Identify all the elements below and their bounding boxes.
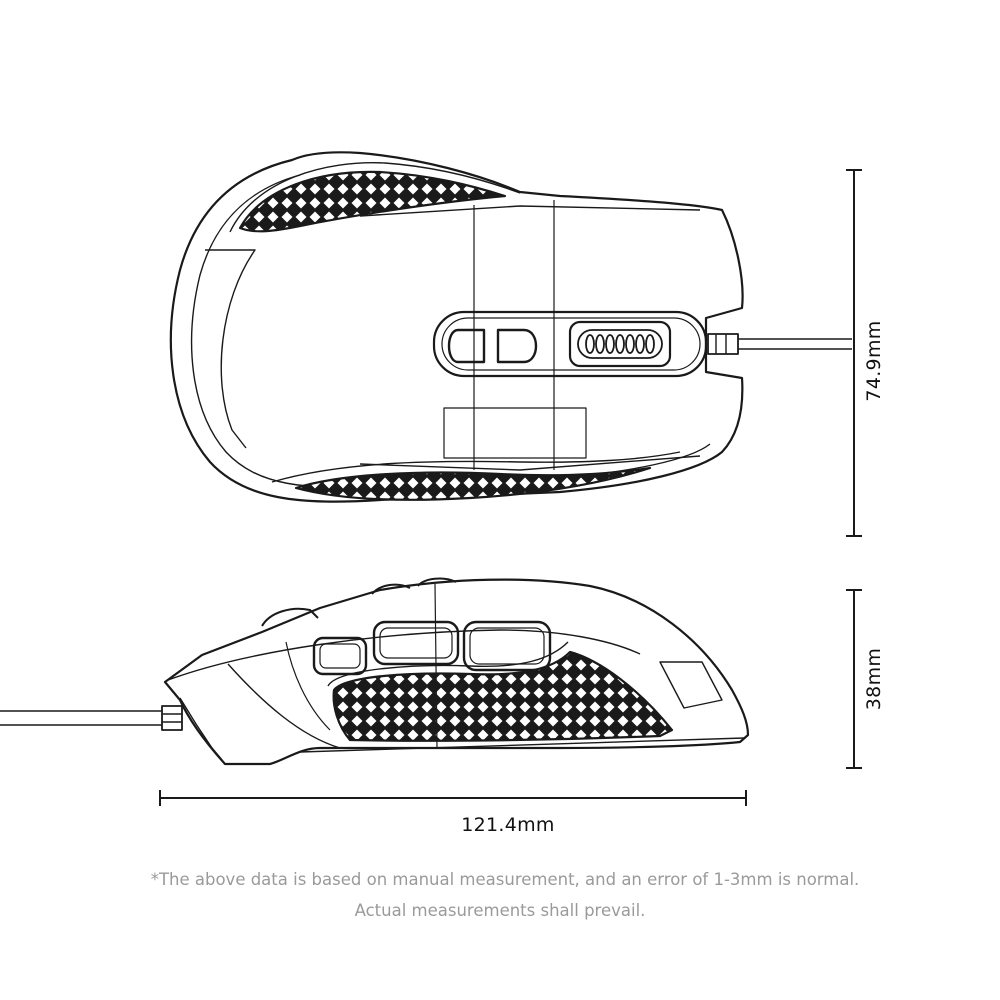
top-view-button-tray-inner xyxy=(441,317,701,371)
mouse-top-view xyxy=(169,151,852,503)
side-button-1 xyxy=(312,636,368,676)
side-view-split-line xyxy=(434,583,438,749)
side-view-cable xyxy=(0,710,162,726)
height-dimension-label: 38mm xyxy=(863,647,885,711)
top-view-palm-panel xyxy=(443,407,587,459)
side-button-3 xyxy=(462,620,552,672)
top-view-seam-upper xyxy=(359,205,701,217)
side-view-grip-rim xyxy=(327,641,569,687)
top-view-upper-grip xyxy=(238,170,507,233)
side-view-base xyxy=(299,737,745,753)
side-view-panel-line-1 xyxy=(227,663,341,749)
side-button-3-inner xyxy=(469,627,545,665)
scroll-wheel xyxy=(577,329,663,359)
top-view-dpi-button-left xyxy=(447,328,486,364)
side-view-body-outline xyxy=(163,578,750,766)
side-view-grip xyxy=(332,650,674,742)
top-view-cable xyxy=(738,338,852,350)
top-view-dpi-button-right xyxy=(496,328,538,364)
width-dimension-label: 121.4mm xyxy=(461,814,555,836)
side-button-2 xyxy=(372,620,460,666)
measurement-disclaimer: *The above data is based on manual measu… xyxy=(150,870,860,889)
side-view-rear-panel xyxy=(659,661,723,709)
side-button-2-inner xyxy=(379,627,453,659)
top-view-cable-plug xyxy=(707,333,739,355)
top-view-left-panel xyxy=(205,249,256,449)
side-view-top-button-3 xyxy=(417,577,457,587)
measurement-disclaimer-2: Actual measurements shall prevail. xyxy=(354,901,646,920)
dimension-lines xyxy=(159,169,862,806)
side-view-top-button-1 xyxy=(261,607,319,627)
side-view-cable-plug xyxy=(161,705,183,731)
side-button-1-inner xyxy=(319,643,361,669)
top-view-seam-lower xyxy=(359,455,701,471)
top-view-upper-grip-rim xyxy=(229,162,521,233)
side-view-top-button-2 xyxy=(371,583,411,595)
top-view-lower-grip xyxy=(294,466,652,501)
scroll-wheel-housing xyxy=(568,320,672,368)
side-view-panel-line-2 xyxy=(285,641,331,731)
scroll-wheel-ridges xyxy=(585,334,655,354)
side-view-shell-edge xyxy=(167,629,641,681)
top-view-button-tray xyxy=(432,310,708,378)
mouse-side-view xyxy=(0,577,750,766)
top-view-body-outline xyxy=(169,151,744,503)
side-view-front-nose xyxy=(179,697,223,761)
length-dimension-label: 74.9mm xyxy=(863,320,885,402)
top-view-lower-grip-rim xyxy=(271,451,681,483)
